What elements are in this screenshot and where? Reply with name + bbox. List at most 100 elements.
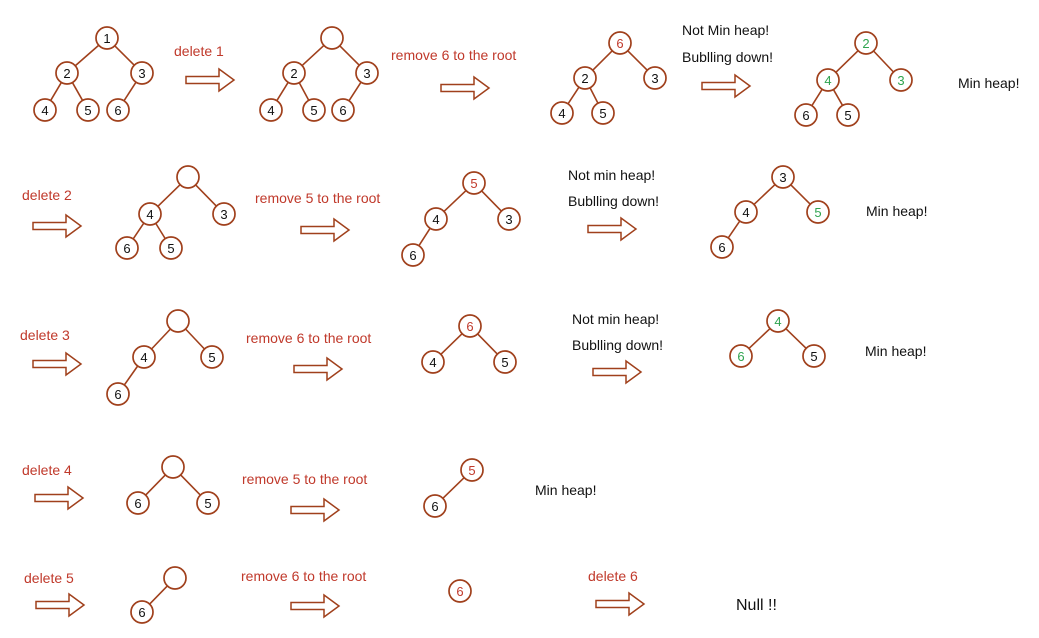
- heap-node: 5: [462, 171, 486, 195]
- node-value: 4: [742, 205, 749, 220]
- node-circle: [132, 345, 156, 369]
- hollow-arrow-icon: [185, 67, 236, 93]
- tree-edge: [298, 82, 310, 101]
- node-circle: [138, 202, 162, 226]
- heap-node: 2: [55, 61, 79, 85]
- node-circle: [159, 236, 183, 260]
- node-circle: [458, 314, 482, 338]
- tree-edge: [790, 184, 811, 205]
- heap-node: 6: [126, 491, 150, 515]
- node-circle: [608, 31, 632, 55]
- node-circle: [355, 61, 379, 85]
- heap-node: 4: [421, 350, 445, 374]
- label-delete-1: delete 1: [174, 43, 224, 59]
- heap-node: 6: [115, 236, 139, 260]
- node-value: 5: [310, 103, 317, 118]
- hollow-arrow-icon: [290, 593, 341, 619]
- heap-node: 5: [802, 344, 826, 368]
- arrows-layer: [32, 67, 752, 619]
- node-value: 2: [290, 66, 297, 81]
- node-circle: [176, 165, 200, 189]
- node-value: 6: [456, 584, 463, 599]
- tree-edge: [440, 333, 463, 355]
- tree-edge: [71, 82, 84, 101]
- node-circle: [401, 243, 425, 267]
- heap-node: 6: [423, 494, 447, 518]
- node-circle: [424, 207, 448, 231]
- node-value: 4: [429, 355, 436, 370]
- tree-edge: [145, 474, 166, 496]
- tree-edge: [195, 184, 217, 207]
- label-min-heap-d: Min heap!: [535, 482, 596, 498]
- heap-node: 6: [401, 243, 425, 267]
- node-circle: [550, 101, 574, 125]
- heap-node: 5: [460, 458, 484, 482]
- node-value: 5: [167, 241, 174, 256]
- heap-node: 5: [302, 98, 326, 122]
- node-circle: [462, 171, 486, 195]
- heap-node: [163, 566, 187, 590]
- heap-node: 6: [794, 103, 818, 127]
- tree-edge: [301, 44, 325, 67]
- tree-edge: [180, 474, 201, 496]
- label-remove-6-root-b: remove 6 to the root: [246, 330, 371, 346]
- node-value: 6: [616, 36, 623, 51]
- node-circle: [95, 26, 119, 50]
- tree-edge: [832, 89, 844, 106]
- heap-node: 3: [643, 66, 667, 90]
- hollow-arrow-icon: [440, 75, 491, 101]
- node-circle: [126, 491, 150, 515]
- tree-edge: [627, 50, 648, 71]
- label-bubbling-b: Bublling down!: [568, 193, 659, 209]
- node-value: 2: [63, 66, 70, 81]
- node-value: 4: [824, 73, 831, 88]
- node-circle: [282, 61, 306, 85]
- node-value: 4: [432, 212, 439, 227]
- node-circle: [734, 200, 758, 224]
- node-circle: [259, 98, 283, 122]
- node-value: 2: [581, 71, 588, 86]
- node-circle: [130, 61, 154, 85]
- tree-edge: [835, 50, 859, 73]
- tree-edge: [123, 81, 137, 102]
- node-value: 5: [599, 106, 606, 121]
- node-circle: [836, 103, 860, 127]
- node-value: 3: [779, 170, 786, 185]
- node-circle: [200, 345, 224, 369]
- node-circle: [493, 350, 517, 374]
- label-min-heap-c: Min heap!: [865, 343, 926, 359]
- node-circle: [794, 103, 818, 127]
- node-value: 6: [138, 605, 145, 620]
- tree-edge: [589, 87, 599, 104]
- node-circle: [889, 68, 913, 92]
- label-delete-4: delete 4: [22, 462, 72, 478]
- node-circle: [806, 200, 830, 224]
- hollow-arrow-icon: [701, 73, 752, 99]
- label-remove-6-root-c: remove 6 to the root: [241, 568, 366, 584]
- node-value: 3: [363, 66, 370, 81]
- node-circle: [423, 494, 447, 518]
- heap-node: 6: [729, 344, 753, 368]
- heap-node: 4: [816, 68, 840, 92]
- tree-edge: [567, 86, 580, 105]
- tree-edge: [155, 222, 166, 240]
- tree-edge: [157, 184, 181, 207]
- node-circle: [106, 98, 130, 122]
- node-circle: [115, 236, 139, 260]
- label-delete-2: delete 2: [22, 187, 72, 203]
- node-value: 6: [123, 241, 130, 256]
- node-circle: [33, 98, 57, 122]
- hollow-arrow-icon: [35, 592, 86, 618]
- heap-node: 5: [159, 236, 183, 260]
- hollow-arrow-icon: [34, 485, 85, 511]
- label-delete-3: delete 3: [20, 327, 70, 343]
- node-circle: [854, 31, 878, 55]
- tree-edge: [149, 585, 168, 605]
- tree-edge: [872, 50, 895, 73]
- tree-edge: [481, 190, 502, 212]
- node-value: 3: [651, 71, 658, 86]
- heap-node: 5: [591, 101, 615, 125]
- heap-node: 2: [573, 66, 597, 90]
- heap-node: 6: [608, 31, 632, 55]
